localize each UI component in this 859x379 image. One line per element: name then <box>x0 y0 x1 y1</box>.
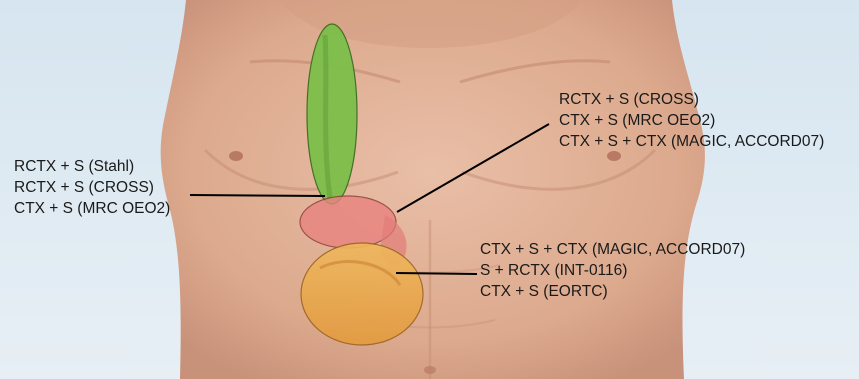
stomach-label-2: S + RCTX (INT-0116) <box>480 260 745 281</box>
gej-labels: RCTX + S (CROSS) CTX + S (MRC OEO2) CTX … <box>559 89 824 152</box>
stomach-region <box>301 243 423 345</box>
gej-label-3: CTX + S + CTX (MAGIC, ACCORD07) <box>559 131 824 152</box>
stomach-labels: CTX + S + CTX (MAGIC, ACCORD07) S + RCTX… <box>480 239 745 302</box>
connector-esophagus <box>190 195 325 196</box>
stomach-label-3: CTX + S (EORTC) <box>480 281 745 302</box>
right-nipple <box>607 151 621 161</box>
esophagus-label-2: RCTX + S (CROSS) <box>14 177 170 198</box>
connector-stomach <box>396 273 477 274</box>
torso <box>161 0 705 379</box>
esophagus-region <box>307 24 357 204</box>
esophagus-label-3: CTX + S (MRC OEO2) <box>14 198 170 219</box>
left-nipple <box>229 151 243 161</box>
esophagus-labels: RCTX + S (Stahl) RCTX + S (CROSS) CTX + … <box>14 156 170 219</box>
navel <box>424 366 436 374</box>
gej-label-2: CTX + S (MRC OEO2) <box>559 110 824 131</box>
esophagus-label-1: RCTX + S (Stahl) <box>14 156 170 177</box>
gej-label-1: RCTX + S (CROSS) <box>559 89 824 110</box>
stomach-label-1: CTX + S + CTX (MAGIC, ACCORD07) <box>480 239 745 260</box>
